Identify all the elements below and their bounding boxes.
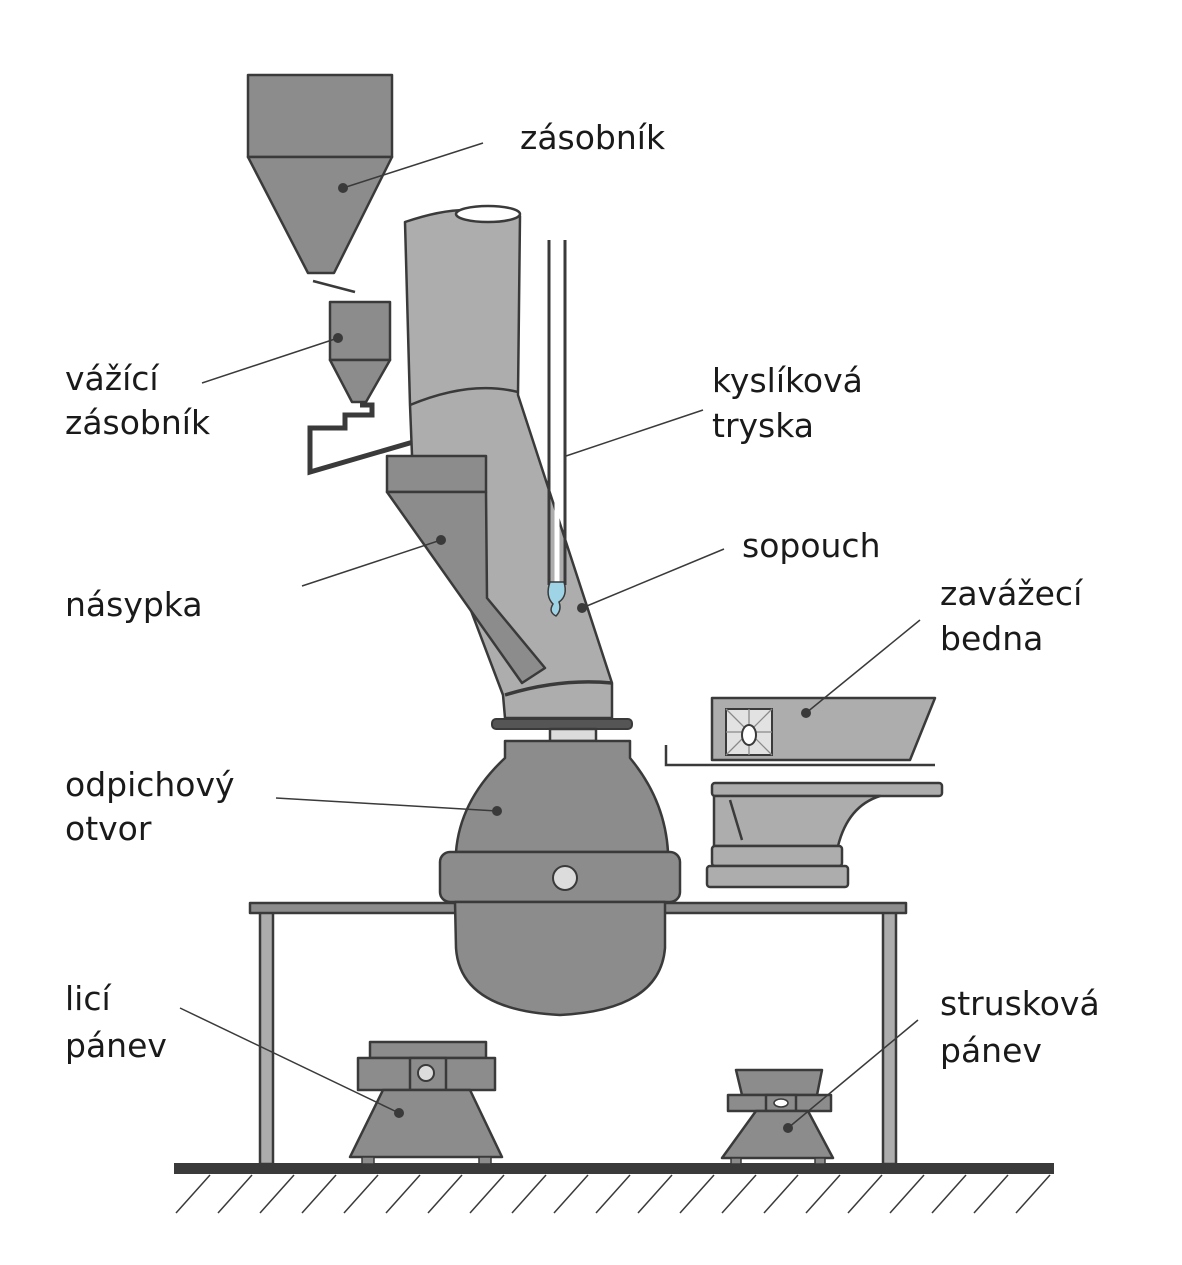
label-struskova-line1: strusková [940, 984, 1100, 1023]
hatch-line [763, 1174, 799, 1214]
oxygen-flame [547, 581, 566, 617]
hatch-line [889, 1174, 925, 1214]
hatch-line [427, 1174, 463, 1214]
hatch-line [637, 1174, 673, 1214]
storage-hopper [246, 73, 394, 294]
label-nasypka: násypka [65, 585, 203, 624]
label-sopouch: sopouch [742, 526, 881, 565]
label-lici-line1: licí [65, 979, 112, 1018]
hatch-line [595, 1174, 631, 1214]
label-vazici-line2: zásobník [65, 403, 211, 442]
hatch-line [1015, 1174, 1051, 1214]
hatch-line [343, 1174, 379, 1214]
hatch-line [679, 1174, 715, 1214]
hatch-line [469, 1174, 505, 1214]
label-vazici-line1: vážící [65, 359, 160, 398]
label-struskova-line2: pánev [940, 1031, 1042, 1070]
weighing-hopper [307, 300, 423, 476]
label-lici-line2: pánev [65, 1026, 167, 1065]
hatch-line [847, 1174, 883, 1214]
label-zasobnik: zásobník [520, 118, 666, 157]
labels: zásobník vážící zásobník kyslíková trysk… [65, 118, 1100, 1070]
hatch-line [553, 1174, 589, 1214]
hatch-line [721, 1174, 757, 1214]
charging-box [664, 696, 937, 767]
label-odpichovy-line1: odpichový [65, 765, 235, 804]
label-zavazeci-line2: bedna [940, 619, 1043, 658]
label-kyslikova-line1: kyslíková [712, 361, 863, 400]
hatch-line [931, 1174, 967, 1214]
hatch-line [511, 1174, 547, 1214]
tap-hole [552, 865, 578, 891]
hatch-line [259, 1174, 295, 1214]
charging-cart [705, 781, 944, 889]
hatch-line [217, 1174, 253, 1214]
casting-ladle [348, 1040, 504, 1165]
hatch-line [973, 1174, 1009, 1214]
furnace-body [438, 718, 682, 1017]
leader-lines [179, 142, 921, 1133]
label-zavazeci-line1: zavážecí [940, 574, 1084, 613]
hatch-line [301, 1174, 337, 1214]
label-odpichovy-line2: otvor [65, 809, 152, 848]
ground-hatching [175, 1174, 1051, 1214]
hatch-line [175, 1174, 211, 1214]
chute [385, 454, 547, 685]
hatch-line [805, 1174, 841, 1214]
oxygen-lance [547, 240, 567, 617]
slag-ladle [720, 1068, 835, 1165]
hatch-line [385, 1174, 421, 1214]
label-kyslikova-line2: tryska [712, 406, 814, 445]
floor-slab [174, 1163, 1054, 1174]
